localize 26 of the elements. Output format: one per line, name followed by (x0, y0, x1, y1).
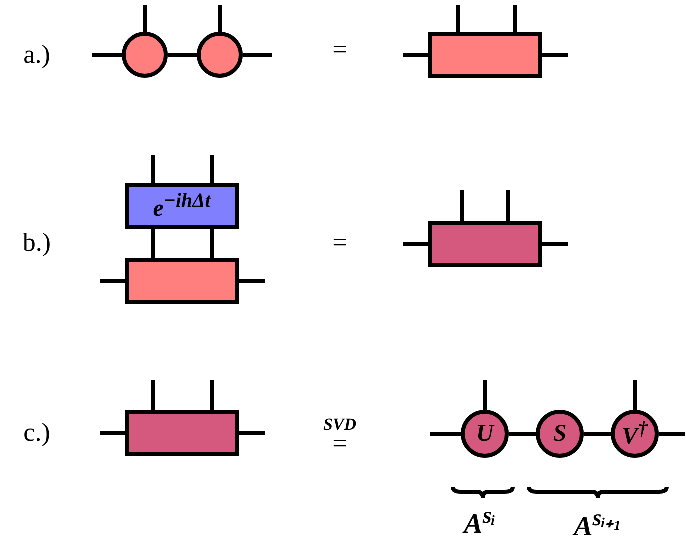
tensor-symbol: U (476, 420, 494, 448)
math-label: A$^{sᵢ}$ (464, 502, 496, 539)
tensor-box (125, 183, 239, 229)
tensor-circle (611, 410, 659, 458)
tensor-symbol: e$^{−ihΔt}$ (153, 190, 211, 222)
connector-line (151, 229, 155, 258)
connector-line (509, 432, 536, 436)
tensor-circle (197, 32, 243, 78)
connector-line (168, 53, 197, 57)
row-label: a.) (24, 40, 50, 70)
tensor-box (125, 410, 239, 456)
tensor-box (125, 258, 239, 304)
tensor-box (428, 32, 542, 78)
tensor-symbol: S (553, 420, 567, 448)
row-label: c.) (24, 418, 50, 448)
connector-line (210, 229, 214, 258)
tensor-circle (461, 410, 509, 458)
row-label: b.) (22, 228, 52, 258)
tensor-box (428, 221, 542, 267)
tensor-circle (536, 410, 584, 458)
equals-sign: = (332, 228, 348, 258)
math-label: A$^{sᵢ₊₁}$ (574, 504, 622, 539)
tensor-circle (122, 32, 168, 78)
tensor-symbol: V$^{†}$ (622, 418, 648, 450)
connector-line (584, 432, 611, 436)
equals-sign: = (332, 35, 348, 65)
